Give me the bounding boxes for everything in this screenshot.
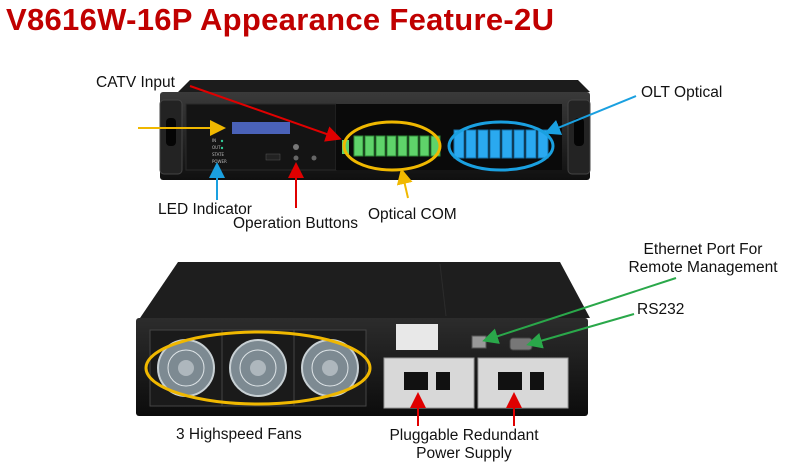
page-title: V8616W-16P Appearance Feature-2U bbox=[6, 2, 555, 37]
label-power-supply-line2: Power Supply bbox=[416, 445, 512, 462]
front-panel-device: IN OUT STATE POWER bbox=[159, 80, 591, 180]
olt-optical-arrow bbox=[544, 95, 637, 135]
label-power-supply-line1: Pluggable Redundant bbox=[389, 427, 539, 444]
optical-com-ports bbox=[342, 135, 441, 157]
label-catv-input: CATV Input bbox=[96, 74, 175, 91]
optical-com-arrow bbox=[396, 168, 413, 199]
label-ethernet-port-line2: Remote Management bbox=[628, 259, 778, 276]
operation-button-group bbox=[265, 144, 317, 161]
rear-panel-device bbox=[136, 262, 590, 416]
label-optical-com: Optical COM bbox=[368, 206, 457, 223]
label-fans: 3 Highspeed Fans bbox=[176, 426, 302, 443]
catv-input-arrow bbox=[189, 85, 342, 142]
svg-text:STATE: STATE bbox=[212, 152, 225, 157]
label-olt-optical: OLT Optical bbox=[641, 84, 723, 101]
product-label-sticker bbox=[396, 324, 438, 350]
rs232-arrow bbox=[526, 313, 635, 349]
ethernet-port bbox=[471, 335, 487, 349]
label-power-supply: Pluggable Redundant Power Supply bbox=[382, 427, 546, 463]
svg-text:POWER: POWER bbox=[212, 159, 227, 164]
fans-highlight bbox=[144, 330, 372, 406]
olt-optical-ports bbox=[453, 129, 549, 159]
led-indicators: IN OUT STATE POWER bbox=[212, 138, 227, 164]
lcd-display bbox=[232, 122, 290, 134]
olt-optical-highlight bbox=[447, 120, 555, 172]
power-supply-modules bbox=[383, 357, 569, 409]
label-operation-buttons: Operation Buttons bbox=[233, 215, 358, 232]
fan-group bbox=[149, 329, 367, 407]
label-led-indicator: LED Indicator bbox=[158, 201, 252, 218]
label-rs232: RS232 bbox=[637, 301, 685, 318]
label-ethernet-port: Ethernet Port For Remote Management bbox=[628, 241, 778, 277]
svg-text:IN: IN bbox=[212, 138, 216, 143]
label-ethernet-port-line1: Ethernet Port For bbox=[643, 241, 763, 258]
svg-text:OUT: OUT bbox=[212, 145, 221, 150]
ethernet-port-arrow bbox=[482, 277, 677, 344]
rs232-port bbox=[509, 337, 533, 351]
optical-com-highlight bbox=[342, 120, 442, 172]
